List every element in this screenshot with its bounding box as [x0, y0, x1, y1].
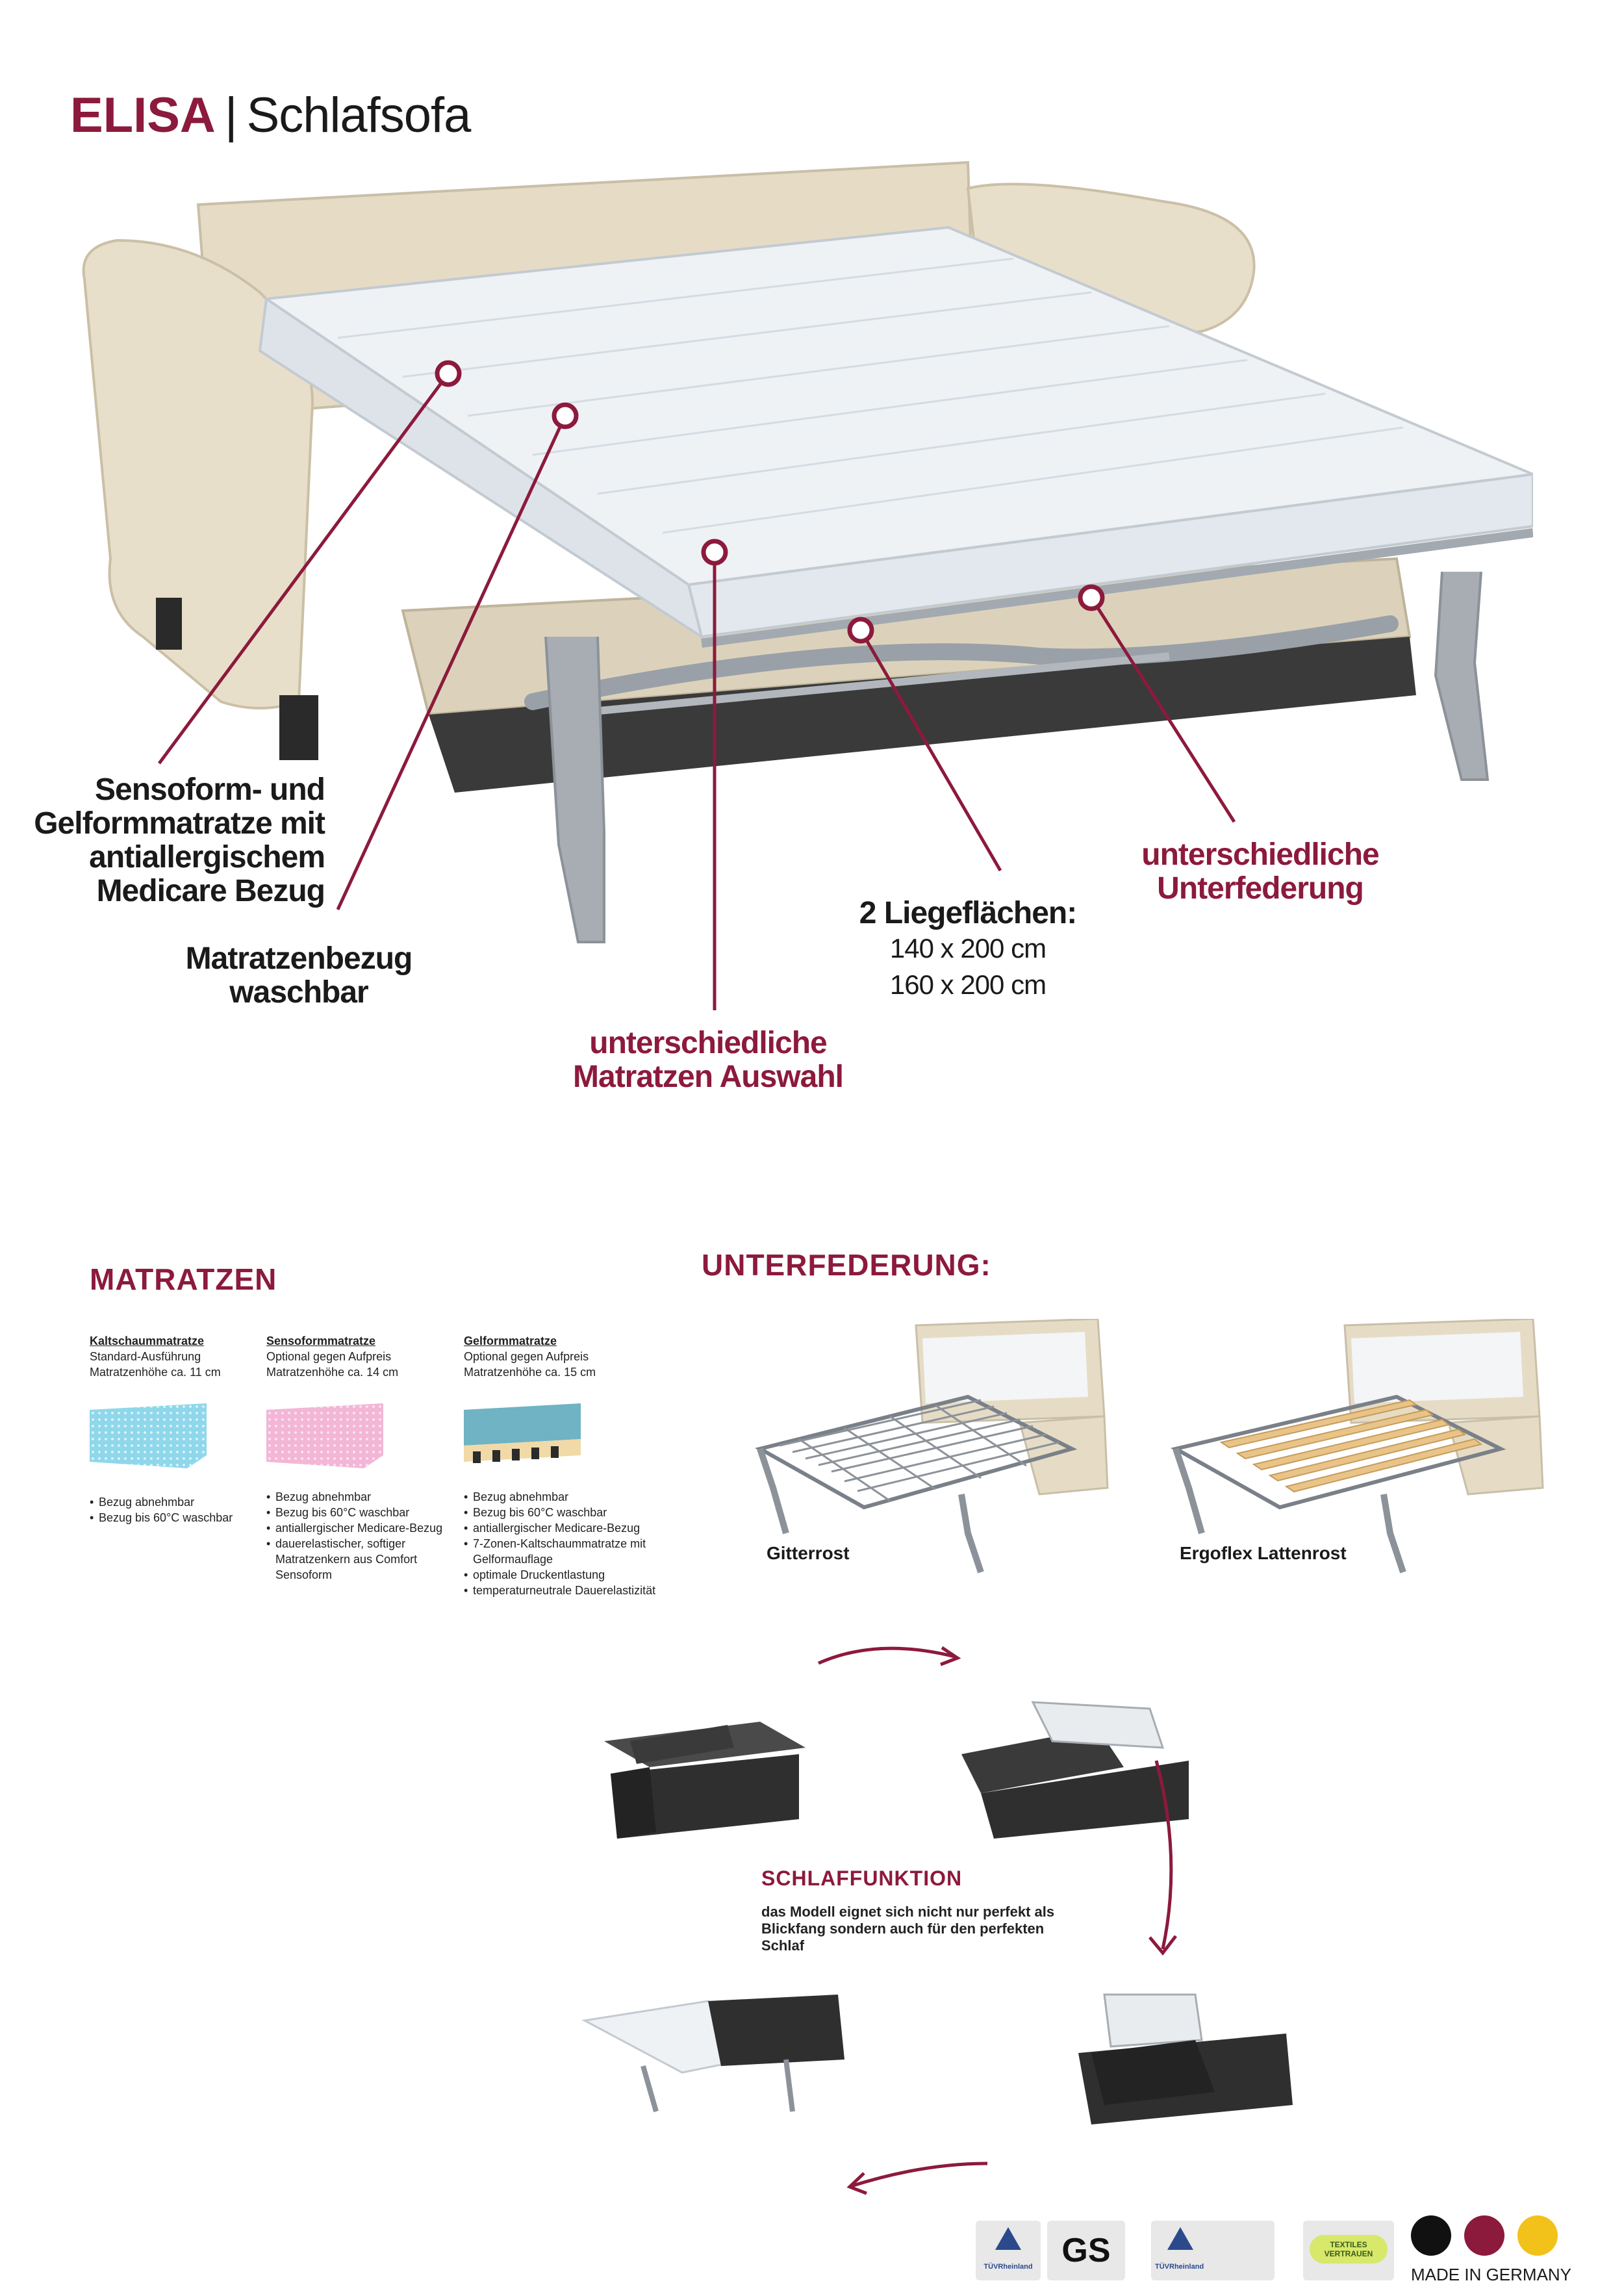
sleep-function-text: das Modell eignet sich nicht nur perfekt… [761, 1904, 1055, 1954]
callout-mattress-choice: unterschiedliche Matratzen Auswahl [513, 1027, 903, 1094]
marker-dot [435, 360, 462, 387]
lath-slat-illustration [1170, 1319, 1544, 1574]
sofa-step-2-image [961, 1701, 1189, 1839]
feature-item: Bezug abnehmbar [90, 1494, 262, 1510]
grid-slat-caption: Gitterrost [767, 1543, 850, 1563]
callout-leaders [157, 360, 1236, 1010]
tuv-label: TÜVRheinland [1155, 2263, 1204, 2271]
sleep-function-heading: SCHLAFFUNKTION [761, 1867, 963, 1890]
feature-item: Bezug bis 60°C waschbar [464, 1505, 659, 1520]
feature-item: Bezug bis 60°C waschbar [90, 1510, 262, 1525]
sensoform-swatch [266, 1403, 383, 1468]
gelform-swatch [464, 1403, 581, 1463]
callout-mattress-material: Sensoform- und Gelformmatratze mit antia… [13, 773, 325, 908]
gelform-features: Bezug abnehmbar Bezug bis 60°C waschbar … [464, 1489, 659, 1598]
feature-item: Bezug abnehmbar [464, 1489, 659, 1505]
feature-item: temperaturneutrale Dauerelastizität [464, 1583, 659, 1598]
marker-dot [552, 402, 579, 429]
leader-springs [1089, 596, 1236, 823]
tuv-cert-badge-2: TÜVRheinland [1151, 2221, 1275, 2280]
callout-springs: unterschiedliche Unterfederung [1091, 838, 1429, 906]
sofa-step-4-image [581, 1995, 844, 2113]
marker-dot [1078, 584, 1105, 611]
mattress-name: Gelformmatratze [464, 1334, 557, 1347]
leader-sleep-surfaces [859, 629, 1002, 872]
leader-washable [336, 415, 567, 911]
page-title: ELISA|Schlafsofa [70, 88, 472, 143]
tuv-triangle-icon [995, 2227, 1021, 2250]
color-dot-gold [1517, 2215, 1558, 2256]
sofa-step-1-image [604, 1722, 805, 1839]
tuv-triangle-icon [1167, 2227, 1193, 2250]
lath-slat-caption: Ergoflex Lattenrost [1180, 1543, 1347, 1563]
mattresses-heading: MATRATZEN [90, 1262, 277, 1296]
callout-washable: Matratzenbezug waschbar [162, 942, 435, 1010]
mattress-line: Optional gegen Aufpreis [464, 1350, 589, 1363]
callout-line: Medicare Bezug [96, 874, 325, 908]
tuv-cert-badge: TÜVRheinland [976, 2221, 1041, 2280]
callout-line: Matratzenbezug [185, 941, 413, 976]
mattress-line: Matratzenhöhe ca. 15 cm [464, 1366, 596, 1379]
mattress-line: Matratzenhöhe ca. 11 cm [90, 1366, 221, 1379]
mattress-col-sensoform: Sensoformmatratze Optional gegen Aufprei… [266, 1333, 442, 1380]
arrow-right-icon [817, 1646, 961, 1666]
callout-line: Matratzen Auswahl [573, 1060, 844, 1094]
color-dot-black [1411, 2215, 1451, 2256]
arrow-down-icon [1148, 1760, 1177, 1956]
leader-mattress-material [157, 372, 450, 765]
callout-line: Gelformmatratze mit [34, 806, 325, 841]
title-separator: | [224, 88, 238, 143]
cold-foam-swatch [90, 1403, 207, 1468]
brand-name: ELISA [70, 88, 216, 143]
callout-line: unterschiedliche [1141, 837, 1379, 872]
mattress-col-cold-foam: Kaltschaummatratze Standard-Ausführung M… [90, 1333, 259, 1380]
textiles-cert-badge: TEXTILES VERTRAUEN [1303, 2221, 1394, 2280]
sensoform-features: Bezug abnehmbar Bezug bis 60°C waschbar … [266, 1489, 448, 1583]
callout-line: unterschiedliche [589, 1026, 827, 1060]
size-140: 140 x 200 cm [889, 933, 1047, 963]
tuv-label: TÜVRheinland [983, 2263, 1033, 2271]
gs-label: GS [1061, 2232, 1111, 2269]
feature-item: Bezug abnehmbar [266, 1489, 448, 1505]
feature-item: antiallergischer Medicare-Bezug [464, 1520, 659, 1536]
springs-heading: UNTERFEDERUNG: [702, 1248, 991, 1282]
sofa-bed-illustration [82, 160, 1533, 943]
size-160: 160 x 200 cm [889, 969, 1047, 1000]
feature-item: optimale Druckentlastung [464, 1567, 659, 1583]
marker-dot [847, 617, 874, 644]
feature-item: dauerelastischer, softiger Matratzenkern… [266, 1536, 448, 1583]
callout-line: 2 Liegeflächen: [859, 896, 1077, 930]
feature-item: 7-Zonen-Kaltschaummatratze mit Gelformau… [464, 1536, 659, 1567]
mattress-name: Sensoformmatratze [266, 1334, 376, 1347]
product-subtitle: Schlafsofa [246, 88, 472, 143]
gs-cert-badge: GS [1047, 2221, 1125, 2280]
made-in-germany: MADE IN GERMANY [1411, 2265, 1572, 2284]
callout-sleep-surfaces: 2 Liegeflächen: 140 x 200 cm 160 x 200 c… [831, 897, 1104, 1003]
mattress-line: Standard-Ausführung [90, 1350, 201, 1363]
cold-foam-features: Bezug abnehmbar Bezug bis 60°C waschbar [90, 1494, 262, 1525]
mattress-name: Kaltschaummatratze [90, 1334, 205, 1347]
feature-item: antiallergischer Medicare-Bezug [266, 1520, 448, 1536]
mattress-line: Matratzenhöhe ca. 14 cm [266, 1366, 399, 1379]
callout-line: antiallergischem [89, 840, 325, 874]
textiles-label: TEXTILES VERTRAUEN [1310, 2235, 1388, 2264]
feature-item: Bezug bis 60°C waschbar [266, 1505, 448, 1520]
callout-line: Sensoform- und [95, 772, 325, 807]
callout-line: Unterfederung [1157, 871, 1364, 906]
sofa-step-3-image [1078, 1993, 1293, 2124]
mattress-line: Optional gegen Aufpreis [266, 1350, 392, 1363]
mattress-col-gelform: Gelformmatratze Optional gegen Aufpreis … [464, 1333, 659, 1380]
marker-dot [701, 539, 728, 566]
callout-line: waschbar [229, 975, 368, 1010]
grid-slat-illustration [754, 1319, 1109, 1574]
color-dot-red [1464, 2215, 1504, 2256]
arrow-left-icon [846, 2162, 988, 2195]
